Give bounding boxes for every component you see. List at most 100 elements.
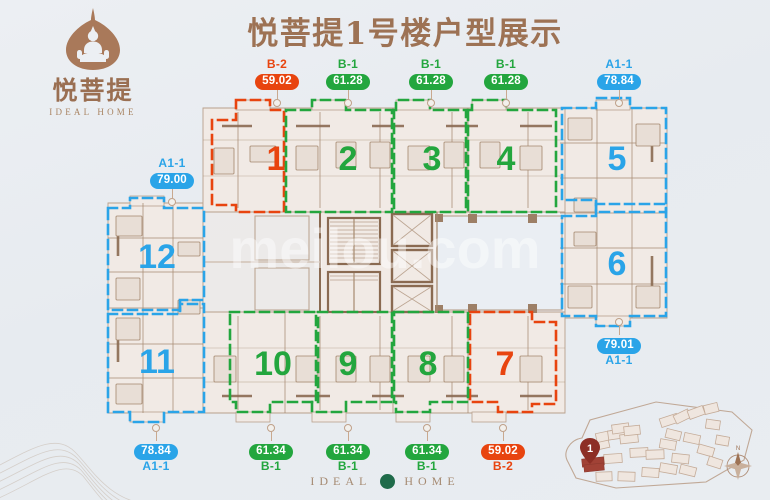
building-core — [203, 212, 438, 314]
unit-label-a11-top-left: A1-1 79.00 — [141, 157, 203, 206]
unit-number-4: 4 — [497, 140, 516, 178]
unit-code: B-2 — [266, 57, 288, 71]
unit-code: A1-1 — [605, 57, 633, 71]
unit-outline-3 — [392, 98, 468, 214]
unit-outline-7 — [468, 310, 558, 414]
unit-number-9: 9 — [339, 345, 358, 383]
unit-label-a11-bottom-right: 79.01 A1-1 — [588, 318, 650, 367]
unit-area: 61.28 — [484, 74, 528, 90]
unit-code: A1-1 — [142, 459, 170, 473]
unit-area: 79.00 — [150, 173, 194, 189]
unit-area: 78.84 — [134, 444, 178, 460]
connector-stem — [426, 432, 428, 441]
unit-label-a11-bottom-left: 78.84 A1-1 — [125, 424, 187, 473]
unit-area: 61.28 — [409, 74, 453, 90]
connector-stem — [502, 432, 504, 441]
site-buildings — [592, 401, 731, 482]
connector-dot — [273, 99, 281, 107]
connector-stem — [347, 432, 349, 441]
circular-seal-icon — [380, 474, 396, 489]
unit-label-b1-bottom-1: 61.34 B-1 — [240, 424, 302, 473]
unit-number-12: 12 — [138, 238, 176, 276]
unit-outlines — [106, 96, 668, 424]
unit-code: B-2 — [492, 459, 514, 473]
page-title: 悦菩提1号楼户型展示 — [247, 16, 563, 52]
unit-number-3: 3 — [423, 140, 442, 178]
unit-area: 61.28 — [326, 74, 370, 90]
map-pin-label: 1 — [587, 443, 593, 455]
site-plan-map[interactable]: 1 N — [556, 396, 764, 492]
connector-stem — [430, 90, 432, 99]
connector-dot — [615, 99, 623, 107]
unit-number-2: 2 — [339, 140, 358, 178]
connector-dot — [168, 198, 176, 206]
connector-stem — [155, 432, 157, 441]
unit-code: A1-1 — [605, 353, 633, 367]
map-pin-icon[interactable]: 1 — [580, 438, 600, 464]
connector-stem — [505, 90, 507, 99]
unit-label-b1-bottom-2: 61.34 B-1 — [317, 424, 379, 473]
connector-stem — [347, 90, 349, 99]
unit-label-b1-bottom-3: 61.34 B-1 — [396, 424, 458, 473]
unit-outline-11 — [106, 302, 206, 424]
unit-numbers: 1 2 3 4 5 6 7 8 9 10 11 12 — [138, 140, 626, 383]
unit-outline-1 — [210, 98, 286, 214]
connector-dot — [267, 424, 275, 432]
watermark: meilou.com — [229, 217, 540, 280]
compass-north-label: N — [736, 446, 740, 452]
structural-walls — [116, 124, 654, 398]
unit-number-6: 6 — [608, 245, 627, 283]
unit-outline-9 — [310, 310, 394, 414]
connector-dot — [502, 99, 510, 107]
unit-label-b1-top-2: B-1 61.28 — [400, 58, 462, 107]
unit-number-10: 10 — [254, 345, 292, 383]
unit-outline-6 — [560, 202, 668, 328]
unit-label-b1-top-1: B-1 61.28 — [317, 58, 379, 107]
unit-area: 61.34 — [326, 444, 370, 460]
connector-dot — [427, 99, 435, 107]
unit-code: B-1 — [416, 459, 438, 473]
footer-right-word: HOME — [404, 474, 460, 488]
compass-rose-icon: N — [724, 446, 752, 480]
unit-label-b1-top-3: B-1 61.28 — [475, 58, 537, 107]
footer: IDEAL HOME — [0, 472, 770, 490]
connector-dot — [615, 318, 623, 326]
unit-outline-8 — [392, 310, 470, 414]
unit-code: B-1 — [495, 57, 517, 71]
buddha-leaf-icon — [66, 8, 120, 70]
connector-stem — [270, 432, 272, 441]
connector-stem — [618, 90, 620, 99]
connector-stem — [618, 326, 620, 335]
courtyard-void — [435, 214, 563, 313]
unit-code: B-1 — [337, 57, 359, 71]
connector-dot — [344, 99, 352, 107]
furniture-symbols — [115, 117, 661, 405]
connector-dot — [423, 424, 431, 432]
footer-left-word: IDEAL — [310, 474, 372, 488]
unit-number-5: 5 — [608, 140, 627, 178]
unit-label-a11-top-right: A1-1 78.84 — [588, 58, 650, 107]
unit-code: B-1 — [260, 459, 282, 473]
unit-area: 79.01 — [597, 338, 641, 354]
unit-area: 61.34 — [249, 444, 293, 460]
unit-number-11: 11 — [139, 343, 175, 381]
connector-dot — [152, 424, 160, 432]
unit-number-1: 1 — [267, 140, 286, 178]
connector-dot — [499, 424, 507, 432]
unit-area: 59.02 — [481, 444, 525, 460]
brand-name-en: IDEAL HOME — [49, 107, 137, 117]
unit-area: 59.02 — [255, 74, 299, 90]
unit-area: 78.84 — [597, 74, 641, 90]
unit-label-b2-top: B-2 59.02 — [246, 58, 308, 107]
unit-code: B-1 — [337, 459, 359, 473]
unit-number-7: 7 — [496, 345, 515, 383]
site-boundary — [565, 401, 753, 489]
connector-stem — [171, 189, 173, 198]
unit-outline-4 — [466, 98, 558, 214]
brand-logo: 悦菩提 IDEAL HOME — [28, 6, 158, 117]
unit-outline-10 — [228, 310, 318, 414]
unit-outline-2 — [284, 98, 394, 214]
